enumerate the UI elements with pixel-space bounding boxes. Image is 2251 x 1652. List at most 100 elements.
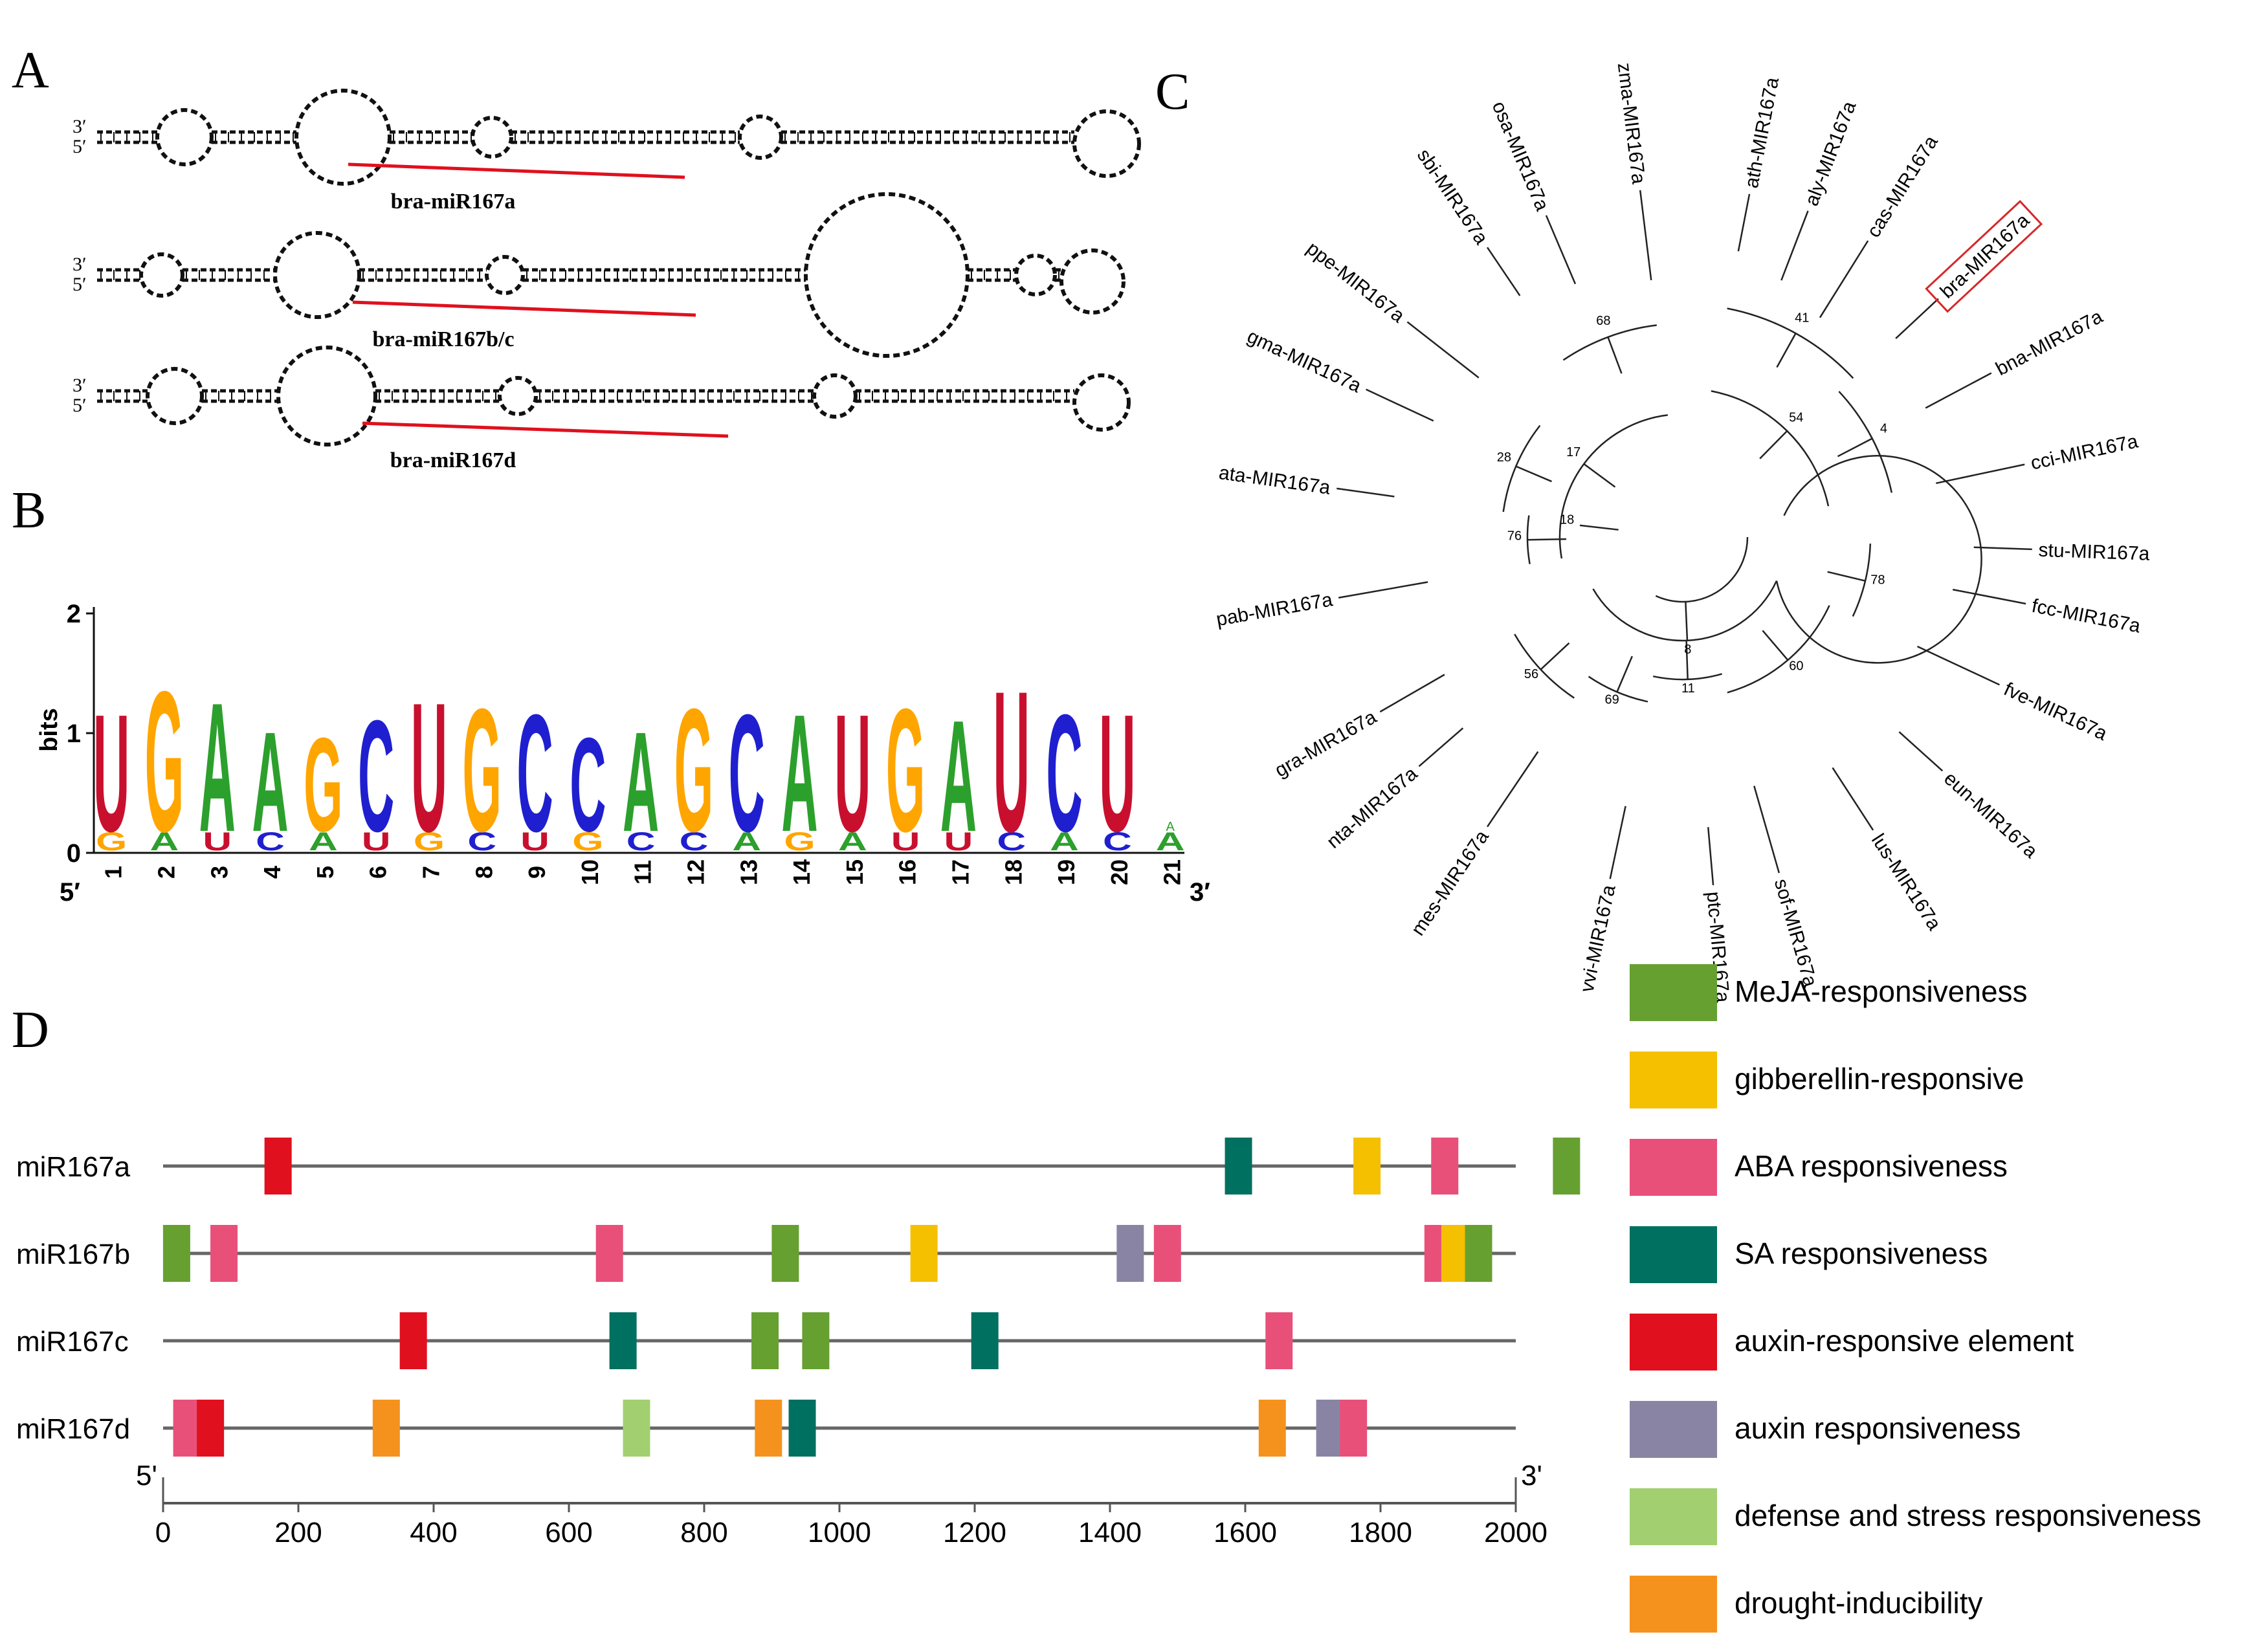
tree-branch [1925, 372, 1992, 409]
taxon-label: osa-MIR167a [1488, 98, 1553, 214]
hairpin-label: bra-miR167a [391, 190, 516, 214]
panel-c-letter: C [1155, 63, 1190, 120]
cis-element [210, 1225, 238, 1282]
bootstrap-value: 41 [1795, 311, 1809, 325]
legend-swatch [1630, 1488, 1717, 1545]
tree-arc [1514, 633, 1575, 699]
position-label: 5 [312, 866, 338, 879]
logo-letter: G [674, 672, 714, 868]
internal-loop [155, 108, 214, 166]
legend-swatch [1630, 1226, 1717, 1283]
tree-internal-branch [1685, 640, 1689, 679]
stem-segment [968, 268, 1016, 282]
tree-branch [1639, 190, 1652, 281]
logo-secondary-letter: G [96, 828, 127, 856]
legend-swatch [1630, 1576, 1717, 1633]
cis-element [1353, 1138, 1381, 1195]
legend-label: auxin-responsive element [1735, 1324, 2074, 1358]
tree-internal-branch [1837, 437, 1873, 457]
tree-branch [1418, 727, 1464, 767]
axis-tick-label: 200 [274, 1517, 322, 1548]
bootstrap-value: 8 [1684, 643, 1691, 657]
y-tick-label: 2 [67, 600, 81, 628]
cis-element [788, 1400, 816, 1457]
cis-element [1116, 1225, 1144, 1282]
tree-arc [1588, 676, 1648, 703]
position-label: 13 [735, 859, 762, 885]
panel-c: C zma-MIR167aosa-MIR167asbi-MIR167appe-M… [1155, 61, 2150, 1004]
tree-branch [1545, 215, 1577, 285]
internal-loop [146, 367, 204, 425]
tree-branch [1486, 247, 1521, 296]
taxon-label: zma-MIR167a [1613, 61, 1650, 185]
bootstrap-value: 60 [1789, 659, 1803, 673]
tree-branch [1952, 588, 2026, 605]
internal-loop [471, 116, 513, 159]
stem-segment [97, 268, 141, 282]
legend-label: SA responsiveness [1735, 1237, 1988, 1270]
logo-secondary-letter: U [520, 828, 549, 856]
panel-b-letter: B [12, 482, 46, 539]
cis-element [755, 1400, 782, 1457]
tree-branch [1973, 546, 2032, 551]
logo-secondary-letter: A [732, 828, 761, 856]
stem-segment [856, 389, 1074, 403]
position-label: 1 [100, 866, 127, 879]
logo-letter: A [623, 702, 659, 861]
cis-element [1153, 1225, 1181, 1282]
five-prime-label: 5′ [72, 136, 87, 157]
gene-label: miR167a [16, 1151, 131, 1183]
taxon-label: bna-MIR167a [1992, 306, 2106, 380]
logo-letter: C [729, 680, 765, 866]
terminal-loop [1072, 109, 1141, 178]
tree-internal-branch [1616, 655, 1634, 692]
legend: MeJA-responsivenessgibberellin-responsiv… [1630, 964, 2201, 1633]
three-prime-label: 3′ [72, 375, 87, 396]
taxon-label: bra-MIR167a [1936, 210, 2034, 303]
taxon-label: sbi-MIR167a [1413, 145, 1492, 248]
stem-segment [359, 268, 487, 282]
legend-label: ABA responsiveness [1735, 1149, 2008, 1183]
position-label: 6 [365, 866, 392, 879]
legend-label: auxin responsiveness [1735, 1411, 2021, 1445]
five-prime-label: 5′ [72, 395, 87, 416]
taxon-label: fve-MIR167a [2001, 678, 2111, 745]
position-label: 7 [418, 866, 445, 879]
position-label: 12 [683, 859, 709, 885]
axis-tick-label: 1000 [808, 1517, 871, 1548]
panel-a: A 3′5′bra-miR167a3′5′bra-miR167b/c3′5′br… [12, 42, 1141, 472]
logo-letter: G [462, 672, 502, 868]
tree-arc [1838, 391, 1893, 493]
terminal-loop [1059, 248, 1126, 314]
stem-segment [375, 389, 500, 403]
taxon-label: fcc-MIR167a [2030, 595, 2143, 637]
tree-branch [1916, 645, 2000, 686]
position-label: 9 [524, 866, 550, 879]
axis-tick-label: 1200 [943, 1517, 1006, 1548]
axis-tick-label: 2000 [1484, 1517, 1547, 1548]
position-label: 17 [948, 859, 974, 885]
taxon-label: gma-MIR167a [1244, 325, 1365, 397]
cis-element [623, 1400, 650, 1457]
cis-element [1553, 1138, 1580, 1195]
cis-element [751, 1312, 779, 1369]
bootstrap-value: 69 [1604, 693, 1619, 707]
position-label: 20 [1106, 859, 1133, 885]
cis-element [1431, 1138, 1459, 1195]
logo-letter: G [304, 711, 343, 860]
logo-secondary-letter: G [414, 828, 445, 856]
internal-loop [294, 89, 392, 186]
logo-y-label: bits [36, 708, 63, 752]
gene-label: miR167d [16, 1413, 130, 1445]
internal-loop [812, 373, 858, 419]
y-tick-label: 1 [67, 720, 81, 748]
logo-secondary-letter: A [838, 828, 867, 856]
panel-d-letter: D [12, 1002, 49, 1059]
stem-segment [183, 268, 275, 282]
tree-branch [1609, 806, 1626, 879]
cis-element [372, 1400, 400, 1457]
tree-internal-branch [1685, 601, 1689, 641]
logo-letter: U [834, 680, 870, 866]
logo-letter: A [252, 702, 288, 861]
